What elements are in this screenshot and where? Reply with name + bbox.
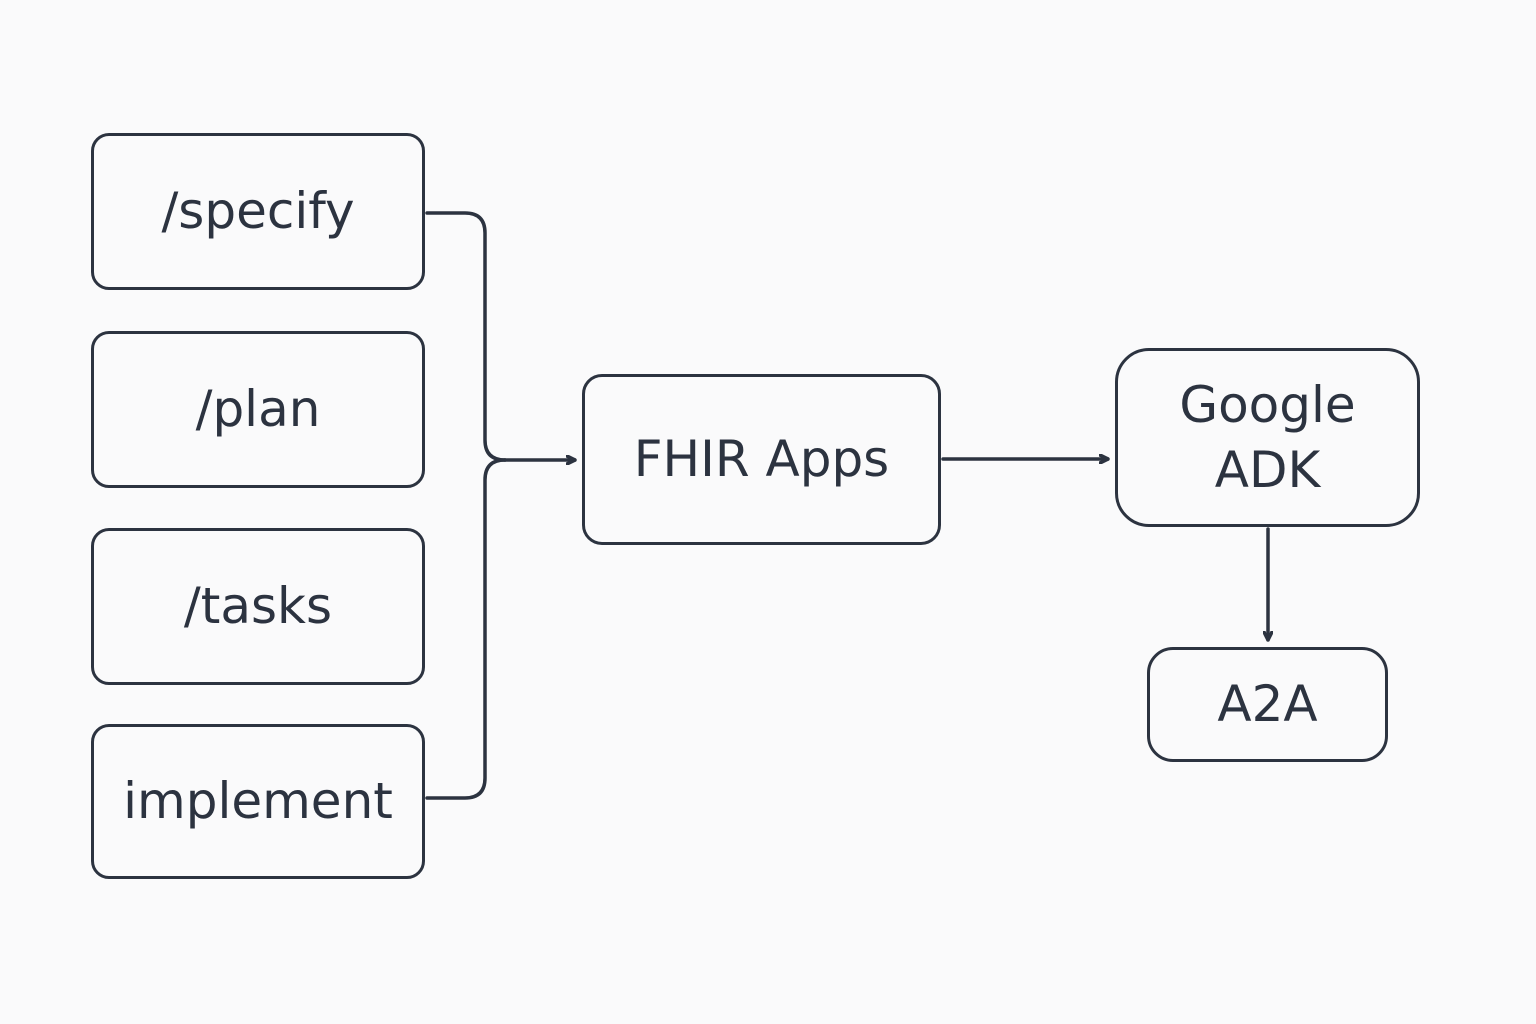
node-google-adk: Google ADK <box>1115 348 1420 527</box>
node-specify-label: /specify <box>161 182 355 240</box>
node-tasks-label: /tasks <box>183 577 333 635</box>
node-google-adk-label-line1: Google <box>1179 375 1356 434</box>
node-plan-label: /plan <box>195 380 321 438</box>
node-fhir-apps-label: FHIR Apps <box>633 430 890 488</box>
node-a2a-label: A2A <box>1217 675 1318 733</box>
node-a2a: A2A <box>1147 647 1388 762</box>
node-implement-label: implement <box>123 772 393 830</box>
edge-implement-to-fhir <box>425 458 507 800</box>
node-implement: implement <box>91 724 425 879</box>
edge-specify-to-fhir <box>425 211 507 462</box>
node-google-adk-text: Google ADK <box>1179 373 1355 503</box>
node-tasks: /tasks <box>91 528 425 685</box>
node-plan: /plan <box>91 331 425 488</box>
node-fhir-apps: FHIR Apps <box>582 374 941 545</box>
node-google-adk-label-line2: ADK <box>1214 440 1321 499</box>
node-specify: /specify <box>91 133 425 290</box>
